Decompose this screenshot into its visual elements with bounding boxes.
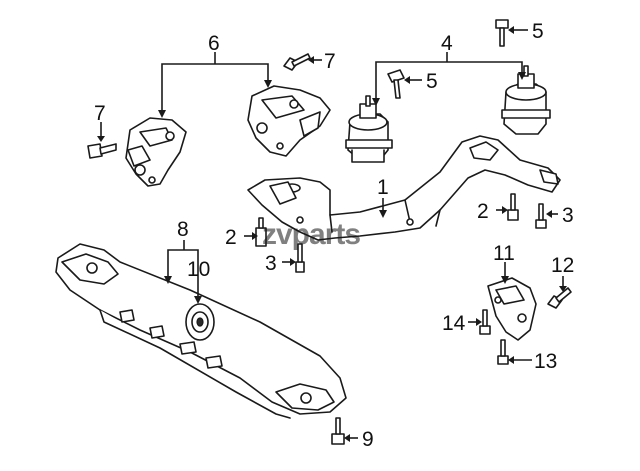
callout-7-upper: 7 [324,50,336,73]
bolt-2-left [255,217,267,247]
callout-8: 8 [177,218,189,241]
callout-1: 1 [377,176,389,199]
bolt-5-lower [387,69,405,99]
bolt-9 [331,417,345,445]
bolt-2-right [507,193,519,221]
callout-2-right: 2 [477,200,489,223]
callout-10: 10 [187,258,210,281]
callout-6: 6 [208,32,220,55]
callout-13: 13 [534,350,557,373]
transmission-support-bracket [247,135,561,241]
leader-lines [97,26,567,442]
watermark-logo: zvparts [262,218,360,251]
callout-11: 11 [493,242,515,265]
callout-7-left: 7 [94,102,106,125]
bolt-3-left [295,243,305,273]
engine-mount-right [501,65,551,135]
engine-mount-left [345,95,393,163]
crossmember-bushing [185,303,215,341]
bolt-3-right [535,203,547,229]
side-bracket [487,277,537,341]
bolt-14 [479,309,491,335]
bolt-5-top [495,19,509,47]
mount-bracket-right [247,85,331,157]
callout-labels: 1 2 2 3 3 4 5 5 6 7 7 8 9 10 11 12 14 13 [94,20,574,451]
callout-5-lower: 5 [426,70,438,93]
callout-2-left: 2 [225,226,237,249]
callout-4: 4 [441,32,453,55]
callout-14: 14 [442,312,466,335]
callout-9: 9 [362,428,374,451]
bolt-7-upper [283,53,311,71]
bolt-13 [497,339,509,365]
callout-3-left: 3 [265,252,277,275]
bolt-12 [547,287,572,309]
mount-bracket-left [125,117,187,187]
callout-12: 12 [551,254,574,277]
bolt-7-left [87,143,117,159]
callout-3-right: 3 [562,204,574,227]
callout-5-top: 5 [532,20,544,43]
